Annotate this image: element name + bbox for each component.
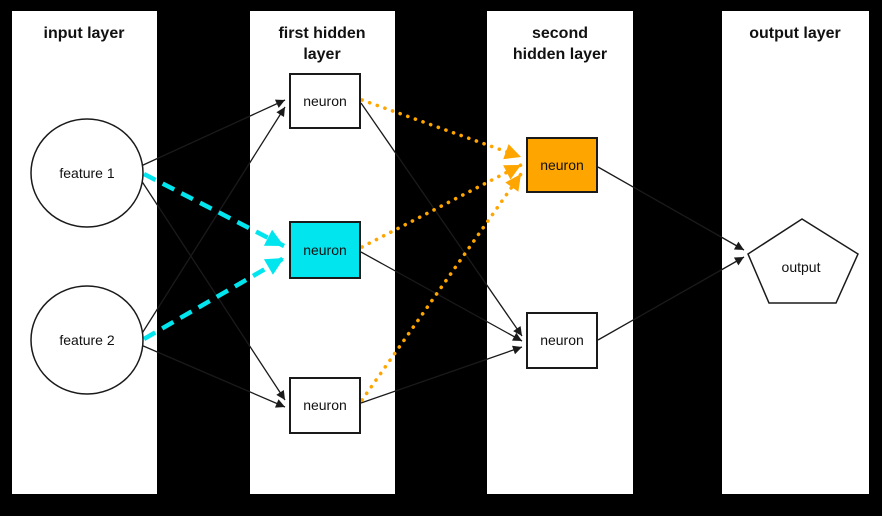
node-feature1-label: feature 1 [59, 165, 114, 181]
edge-hidden1-middle-to-hidden2-bottom [360, 251, 523, 342]
edge-hidden1-bottom-to-hidden2-top [360, 172, 523, 402]
edges-highlight-orange [360, 98, 523, 402]
edge-hidden1-middle-to-hidden2-top [360, 163, 523, 249]
node-hidden1-top [289, 73, 361, 129]
node-hidden2-bottom-label: neuron [540, 332, 584, 348]
node-feature1 [30, 118, 144, 228]
node-feature2-label: feature 2 [59, 332, 114, 348]
edge-feature2-to-hidden1-middle [142, 256, 286, 341]
panel-input-layer [12, 11, 157, 494]
node-hidden1-middle-highlighted [289, 221, 361, 279]
edge-hidden2-top-to-output [597, 166, 745, 251]
title-first-hidden-layer-line1: first hidden [278, 25, 365, 42]
node-output-pentagon [747, 218, 859, 304]
edge-feature2-to-hidden1-bottom [140, 344, 286, 408]
edge-feature1-to-hidden1-middle [142, 171, 286, 249]
edge-hidden1-top-to-hidden2-bottom [360, 102, 523, 337]
edge-feature2-to-hidden1-top [140, 106, 286, 336]
title-first-hidden-layer-line2: layer [303, 46, 340, 63]
node-output-label: output [782, 259, 821, 275]
panel-second-hidden-layer [487, 11, 633, 494]
node-hidden1-bottom-label: neuron [303, 397, 347, 413]
node-hidden2-top-highlighted [526, 137, 598, 193]
edge-hidden2-bottom-to-output [597, 256, 745, 341]
node-hidden1-middle-label: neuron [303, 242, 347, 258]
edge-hidden1-bottom-to-hidden2-bottom [360, 345, 523, 404]
edge-feature1-to-hidden1-top [140, 99, 286, 167]
node-hidden1-top-label: neuron [303, 93, 347, 109]
node-hidden1-bottom [289, 377, 361, 434]
title-output-layer: output layer [749, 25, 841, 42]
title-second-hidden-layer-line1: second [532, 25, 588, 42]
edge-feature1-to-hidden1-bottom [140, 179, 286, 401]
node-feature2 [30, 285, 144, 395]
title-second-hidden-layer-line2: hidden layer [513, 46, 607, 63]
edges-highlight-cyan [142, 171, 286, 341]
title-input-layer: input layer [44, 25, 125, 42]
node-hidden2-top-label: neuron [540, 157, 584, 173]
edges-solid [140, 99, 745, 408]
node-hidden2-bottom [526, 312, 598, 369]
